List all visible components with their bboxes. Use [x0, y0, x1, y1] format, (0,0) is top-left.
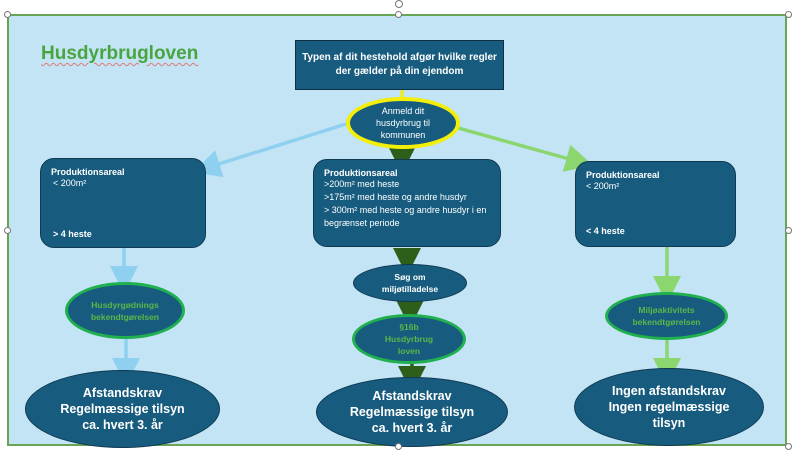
center-outcome-ellipse: Afstandskrav Regelmæssige tilsyn ca. hve…	[316, 377, 508, 447]
resize-handle-top[interactable]	[395, 11, 402, 18]
center-line-2: >175m² med heste og andre husdyr	[324, 192, 467, 202]
center-line-3: > 300m² med heste og andre husdyr i en b…	[324, 205, 487, 228]
center-heading: Produktionsareal	[324, 168, 398, 178]
left-regulation-text: Husdyrgødnings bekendtgørelsen	[90, 299, 160, 322]
left-regulation-ellipse: Husdyrgødnings bekendtgørelsen	[65, 282, 185, 339]
center-criteria-box: Produktionsareal >200m² med heste >175m²…	[313, 159, 501, 247]
right-regulation-text: Miljøaktivitets bekendtgørelsen	[632, 305, 701, 327]
right-horses: < 4 heste	[586, 226, 625, 236]
right-area: < 200m²	[586, 181, 620, 191]
permit-ellipse: Søg om miljøtilladelse	[353, 264, 467, 302]
center-regulation-text: §16b Husdyrbrug loven	[384, 322, 434, 356]
report-text: Anmeld dit husdyrbrug til kommunen	[375, 106, 431, 140]
resize-handle-top-left[interactable]	[4, 11, 11, 18]
center-regulation-ellipse: §16b Husdyrbrug loven	[352, 314, 466, 364]
right-criteria-box: Produktionsareal < 200m² < 4 heste	[575, 161, 736, 247]
left-area: < 200m²	[53, 178, 87, 188]
left-outcome-line-1: Afstandskrav	[82, 386, 163, 400]
left-outcome-line-2: Regelmæssige tilsyn	[60, 402, 185, 416]
report-ellipse: Anmeld dit husdyrbrug til kommunen	[346, 97, 460, 149]
resize-handle-top-right[interactable]	[785, 11, 792, 18]
left-horses: > 4 heste	[53, 229, 92, 239]
center-outcome-line-2: Regelmæssige tilsyn	[349, 405, 475, 419]
left-outcome-ellipse: Afstandskrav Regelmæssige tilsyn ca. hve…	[25, 370, 220, 448]
right-heading: Produktionsareal	[586, 170, 660, 180]
resize-handle-bottom[interactable]	[395, 443, 402, 450]
intro-box: Typen af dit hestehold afgør hvilke regl…	[295, 40, 504, 90]
right-regulation-ellipse: Miljøaktivitets bekendtgørelsen	[605, 292, 728, 340]
resize-handle-left[interactable]	[4, 227, 11, 234]
right-outcome-ellipse: Ingen afstandskrav Ingen regelmæssige ti…	[574, 368, 764, 446]
left-heading: Produktionsareal	[51, 167, 125, 177]
center-outcome-line-3: ca. hvert 3. år	[371, 421, 453, 435]
right-outcome-line-3: tilsyn	[652, 416, 686, 430]
resize-handle-right[interactable]	[785, 227, 792, 234]
intro-text: Typen af dit hestehold afgør hvilke regl…	[302, 52, 497, 77]
rotate-handle[interactable]	[395, 0, 403, 8]
permit-text: Søg om miljøtilladelse	[381, 272, 439, 294]
right-outcome-line-2: Ingen regelmæssige	[608, 400, 730, 414]
left-outcome-line-3: ca. hvert 3. år	[82, 418, 163, 432]
center-outcome-line-1: Afstandskrav	[372, 389, 452, 403]
diagram-title: Husdyrbrugloven	[41, 43, 199, 64]
center-line-1: >200m² med heste	[324, 179, 400, 189]
left-criteria-box: Produktionsareal < 200m² > 4 heste	[40, 158, 206, 248]
right-outcome-line-1: Ingen afstandskrav	[612, 384, 726, 398]
resize-handle-bottom-right[interactable]	[785, 443, 792, 450]
